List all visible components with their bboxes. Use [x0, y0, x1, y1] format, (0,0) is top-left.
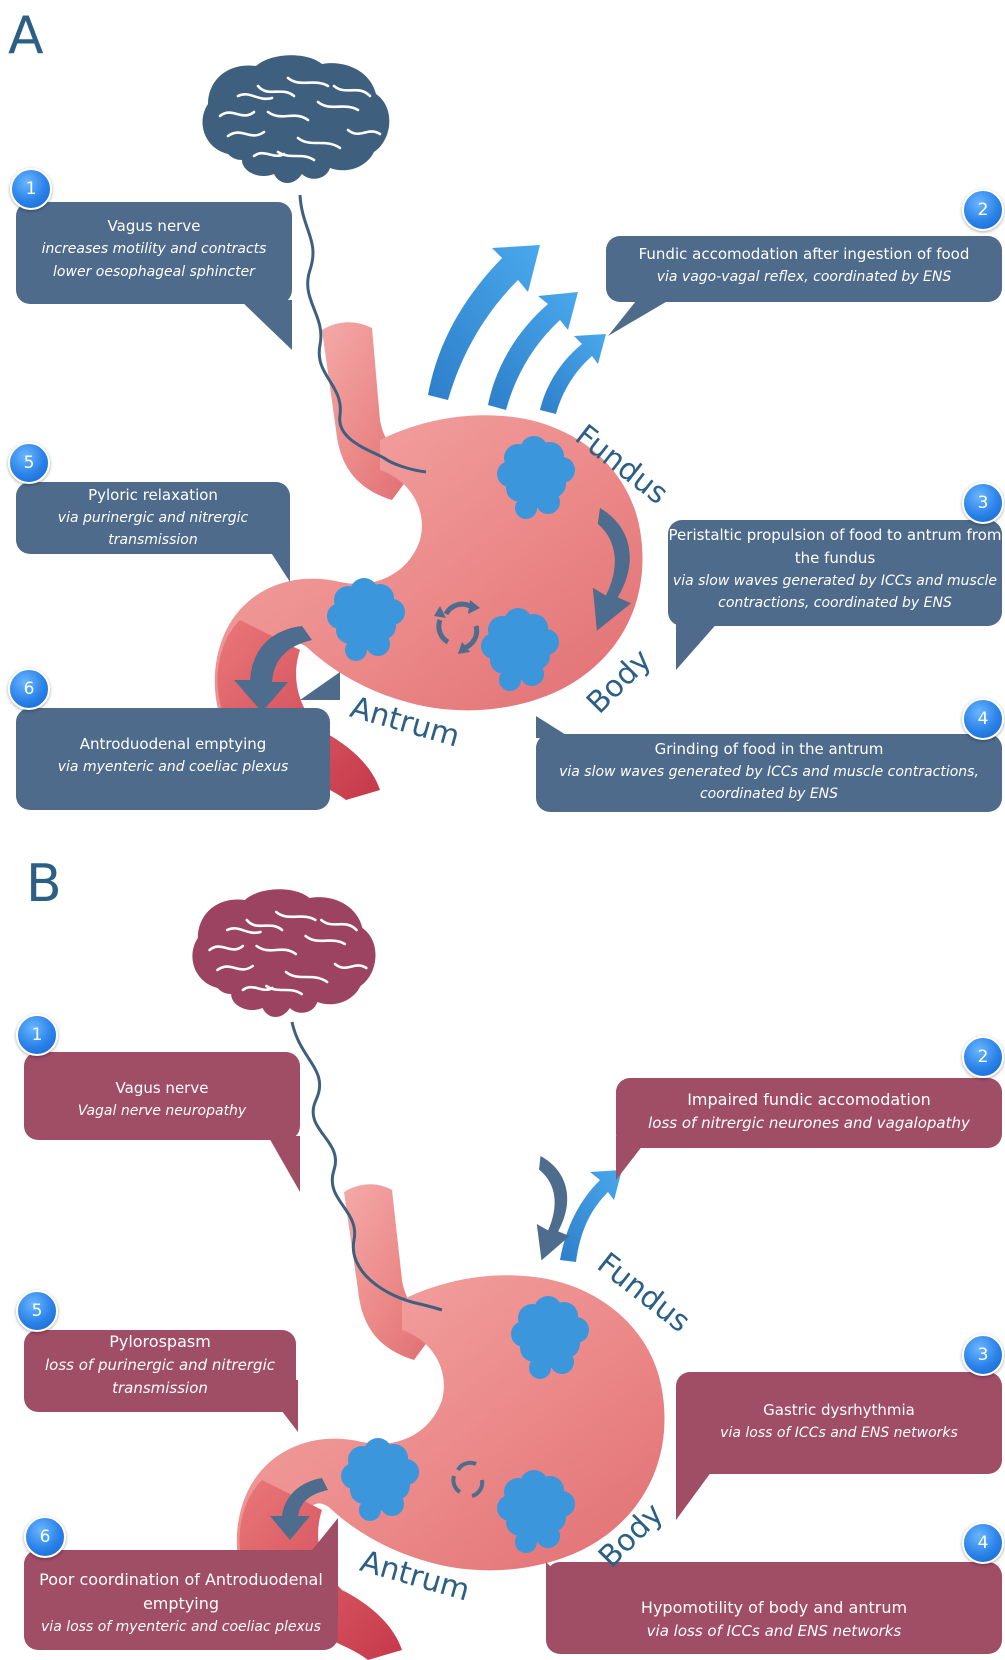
callout-subtitle: via purinergic and nitrergic transmissio…	[16, 507, 290, 551]
step-badge: 3	[962, 482, 1004, 524]
callout-title: Hypomotility of body and antrum	[546, 1596, 1002, 1620]
callout-subtitle: via slow waves generated by ICCs and mus…	[536, 761, 1002, 805]
callout-subtitle: increases motility and contracts lower o…	[16, 238, 292, 284]
callout-subtitle: loss of nitrergic neurones and vagalopat…	[616, 1112, 1002, 1135]
brain-icon	[192, 889, 375, 1017]
fundic-arrow	[428, 245, 540, 400]
callout-a-6: Antroduodenal emptying via myenteric and…	[16, 730, 330, 779]
brain-icon	[202, 55, 389, 183]
callout-a-5: Pyloric relaxation via purinergic and ni…	[16, 482, 290, 551]
callout-subtitle: loss of purinergic and nitrergic transmi…	[24, 1354, 296, 1400]
callout-b-2: Impaired fundic accomodation loss of nit…	[616, 1086, 1002, 1135]
callout-title: Vagus nerve	[24, 1076, 300, 1100]
callout-title: Impaired fundic accomodation	[616, 1088, 1002, 1112]
callout-subtitle: via vago-vagal reflex, coordinated by EN…	[606, 266, 1002, 289]
callout-subtitle: via loss of myenteric and coeliac plexus	[24, 1616, 338, 1639]
step-badge: 6	[8, 668, 50, 710]
callout-subtitle: via myenteric and coeliac plexus	[16, 756, 330, 779]
step-badge: 5	[8, 442, 50, 484]
callout-a-2: Fundic accomodation after ingestion of f…	[606, 240, 1002, 289]
step-badge: 5	[16, 1290, 58, 1332]
callout-a-3: Peristaltic propulsion of food to antrum…	[668, 522, 1002, 614]
callout-title: Peristaltic propulsion of food to antrum…	[668, 524, 1002, 570]
fundic-arrow	[540, 334, 606, 414]
callout-b-1: Vagus nerve Vagal nerve neuropathy	[24, 1074, 300, 1123]
callout-b-4: Hypomotility of body and antrum via loss…	[546, 1594, 1002, 1643]
callout-title: Antroduodenal emptying	[16, 732, 330, 756]
callout-title: Vagus nerve	[16, 214, 292, 238]
step-badge: 4	[962, 1522, 1004, 1564]
callout-subtitle: via loss of ICCs and ENS networks	[676, 1422, 1002, 1445]
callout-subtitle: Vagal nerve neuropathy	[24, 1100, 300, 1123]
panel-label-b: B	[26, 858, 62, 910]
panel-a-art	[202, 55, 720, 800]
callout-title: Fundic accomodation after ingestion of f…	[606, 242, 1002, 266]
step-badge: 1	[10, 168, 52, 210]
step-badge: 2	[962, 189, 1004, 231]
callout-b-6: Poor coordination of Antroduodenal empty…	[24, 1566, 338, 1639]
step-badge: 2	[962, 1036, 1004, 1078]
callout-title: Gastric dysrhythmia	[676, 1398, 1002, 1422]
step-badge: 1	[16, 1014, 58, 1056]
callout-subtitle: via loss of ICCs and ENS networks	[546, 1620, 1002, 1643]
panel-label-a: A	[8, 10, 44, 62]
fundic-arrow	[488, 292, 578, 410]
step-badge: 4	[962, 698, 1004, 740]
callout-title: Poor coordination of Antroduodenal empty…	[24, 1568, 338, 1616]
step-badge: 3	[962, 1334, 1004, 1376]
callout-b-5: Pylorospasm loss of purinergic and nitre…	[24, 1328, 296, 1400]
callout-a-1: Vagus nerve increases motility and contr…	[16, 212, 292, 284]
callout-title: Pylorospasm	[24, 1330, 296, 1354]
callout-b-3: Gastric dysrhythmia via loss of ICCs and…	[676, 1396, 1002, 1445]
callout-title: Grinding of food in the antrum	[536, 738, 1002, 761]
callout-a-4: Grinding of food in the antrum via slow …	[536, 736, 1002, 805]
callout-title: Pyloric relaxation	[16, 484, 290, 507]
callout-subtitle: via slow waves generated by ICCs and mus…	[668, 570, 1002, 614]
step-badge: 6	[24, 1516, 66, 1558]
